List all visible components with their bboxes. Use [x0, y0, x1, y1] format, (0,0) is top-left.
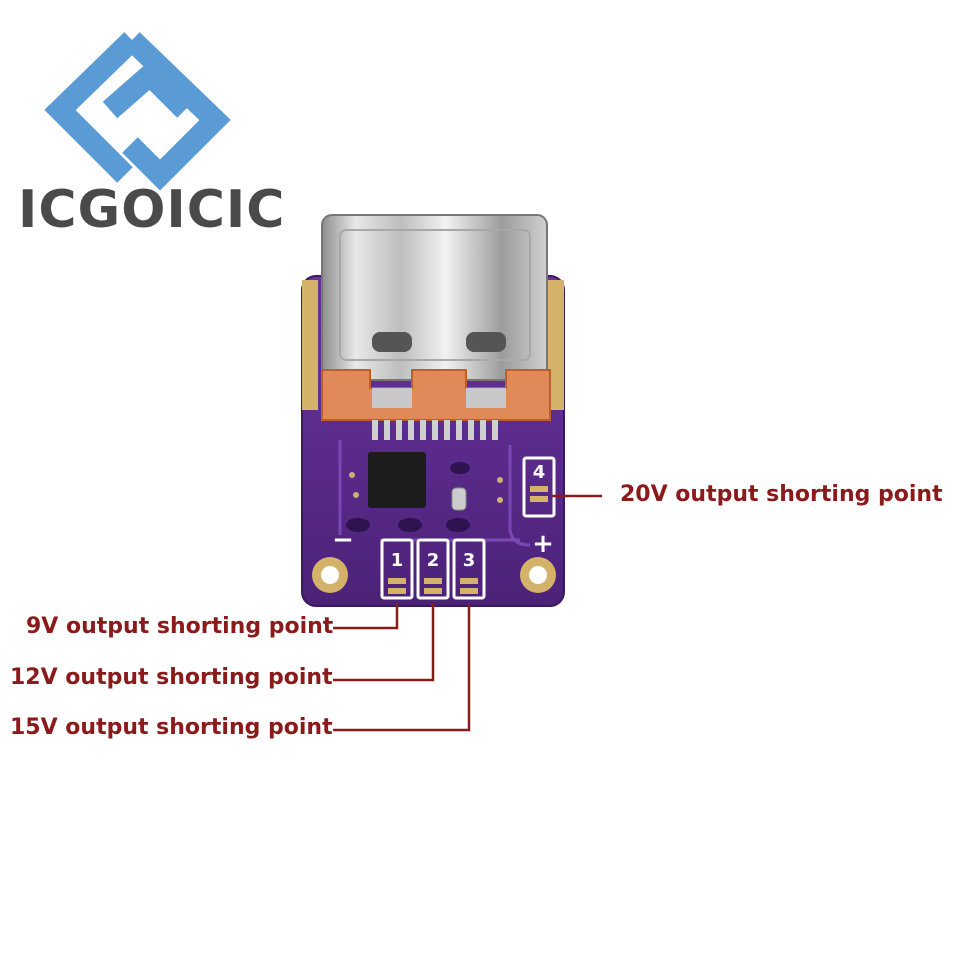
callout-9v: 9V output shorting point [26, 614, 334, 639]
pd-controller-chip [368, 452, 426, 508]
callout-15v: 15V output shorting point [10, 715, 333, 740]
connector-pins [372, 420, 498, 440]
pad-label-3: 3 [463, 550, 476, 571]
leader-12v [333, 604, 435, 682]
mounting-hole-icon [302, 280, 564, 593]
plus-sign: + [532, 529, 554, 559]
minus-sign: − [332, 525, 354, 555]
leader-15v [333, 604, 471, 732]
brand-logo-icon [44, 32, 231, 191]
callout-12v: 12V output shorting point [10, 665, 333, 690]
brand-name: ICGOICIC [18, 180, 286, 240]
usb-type-c-icon [321, 214, 551, 421]
pad-label-2: 2 [427, 550, 440, 571]
pad-label-4: 4 [533, 462, 546, 483]
pad-label-1: 1 [391, 550, 404, 571]
callout-20v: 20V output shorting point [620, 482, 943, 507]
leader-9v [333, 604, 399, 630]
